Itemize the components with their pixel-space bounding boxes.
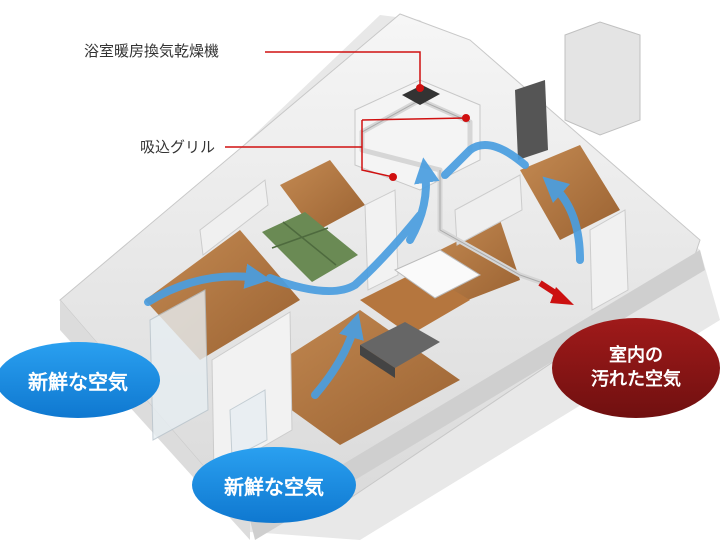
wall-4 [454, 174, 523, 246]
airflow-left-mid [266, 211, 424, 296]
duct-shaft [515, 80, 548, 160]
ventilation-dryer-unit [402, 85, 440, 105]
dining-table [360, 322, 440, 368]
kitchen-counter [393, 249, 482, 299]
dirty-air-line1: 室内の [609, 345, 663, 366]
wall-1 [199, 179, 269, 256]
dryer-leader-line [265, 51, 421, 88]
fresh-air-bubble-left-bg [0, 342, 160, 418]
glass-partition [149, 289, 209, 441]
airflow-arrows [144, 141, 584, 399]
airflow-center-up [406, 157, 440, 244]
airflow-right-top [441, 141, 529, 179]
dirty-air-bubble: 室内の 汚れた空気 [552, 318, 720, 418]
grille-label: 吸込グリル [140, 138, 216, 156]
fresh-air-left-text: 新鮮な空気 [28, 369, 128, 394]
tatami-room [262, 212, 358, 282]
fresh-air-bubble-bottom-bg [192, 447, 356, 523]
airflow-living-up [311, 312, 364, 399]
exhaust-arrow [538, 280, 574, 305]
airflow-left-in [144, 263, 271, 306]
fresh-air-bubble-left: 新鮮な空気 [0, 342, 156, 418]
dirty-air-bubble-bg [552, 318, 720, 418]
floor-center [280, 160, 365, 232]
side-facade [250, 250, 705, 540]
wall-5 [589, 209, 629, 311]
dryer-label: 浴室暖房換気乾燥機 [84, 42, 220, 60]
tower [564, 21, 641, 136]
dirty-air-line2: 汚れた空気 [591, 369, 681, 390]
fresh-air-bottom-text: 新鮮な空気 [224, 474, 324, 499]
fresh-air-bubble-bottom: 新鮮な空気 [196, 447, 352, 523]
airflow-right-up [542, 176, 584, 264]
